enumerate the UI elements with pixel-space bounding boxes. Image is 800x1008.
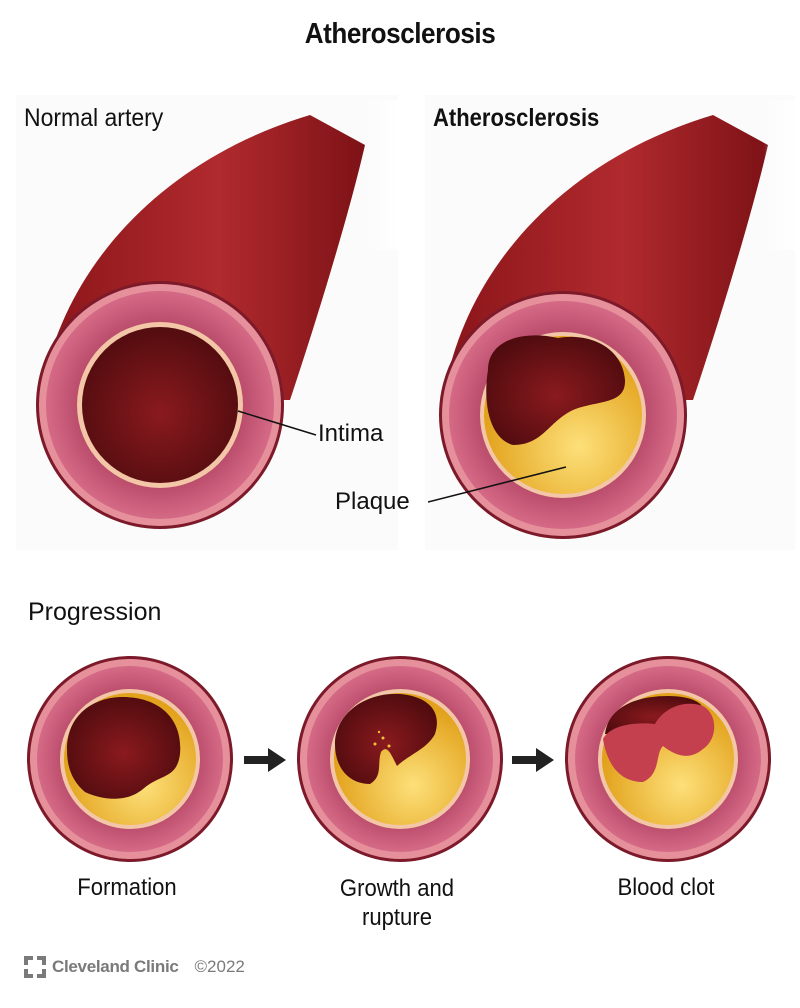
blood-clot (603, 703, 715, 782)
cleveland-clinic-logo-icon (24, 956, 46, 978)
lumen (82, 327, 238, 483)
brand-name: Cleveland Clinic (52, 957, 179, 976)
atherosclerosis-illustration (428, 100, 798, 539)
blood-clot-caption: Blood clot (617, 874, 715, 901)
footer: Cleveland Clinic ©2022 (24, 956, 245, 978)
growth-rupture-caption: Growth and rupture (305, 874, 489, 932)
normal-artery-heading: Normal artery (24, 104, 164, 132)
formation-stage-illustration (27, 656, 233, 862)
intima-label: Intima (318, 420, 384, 447)
growth-rupture-stage-illustration (297, 656, 503, 862)
growth-rupture-caption-line2: rupture (362, 904, 432, 931)
right-arrow-icon (244, 748, 286, 772)
blood-clot-stage-illustration (565, 656, 771, 862)
normal-artery-illustration (36, 100, 400, 529)
plaque-label: Plaque (335, 488, 410, 515)
plaque-leader-line (428, 466, 567, 503)
progression-heading: Progression (28, 598, 162, 626)
page-title: Atherosclerosis (304, 18, 496, 50)
formation-caption: Formation (77, 874, 177, 901)
narrowed-lumen (486, 335, 626, 445)
copyright: ©2022 (194, 957, 245, 976)
atherosclerosis-heading: Atherosclerosis (433, 104, 600, 132)
right-arrow-icon-2 (512, 748, 554, 772)
growth-rupture-caption-line1: Growth and (339, 875, 455, 902)
intima-leader-line (237, 410, 317, 436)
